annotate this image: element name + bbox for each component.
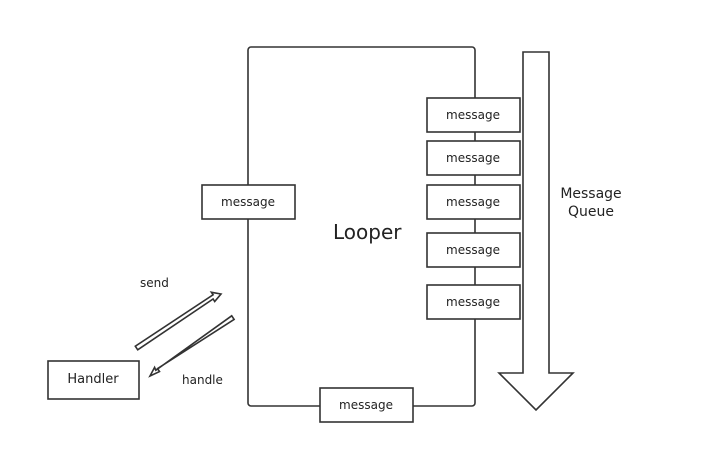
queue-message-box-3 [426, 184, 521, 220]
queue-message-label-1: message [446, 108, 500, 122]
queue-message-label-4: message [446, 243, 500, 257]
handler-label: Handler [67, 372, 119, 387]
queue-message-box-2 [426, 140, 521, 176]
message-queue-label-line1: Message [560, 186, 622, 202]
queue-message-box-1 [426, 97, 521, 133]
message-queue-arrow [497, 51, 575, 412]
queue-message-label-5: message [446, 295, 500, 309]
message-queue-label: Message Queue [552, 185, 630, 221]
queue-message-label-3: message [446, 195, 500, 209]
looper-label: Looper [333, 220, 402, 244]
send-arrow [134, 291, 223, 351]
outgoing-message-label: message [339, 398, 393, 412]
queue-message-box-4 [426, 232, 521, 268]
handle-arrow [148, 314, 236, 378]
incoming-message-label: message [221, 195, 275, 209]
queue-message-box-5 [426, 284, 521, 320]
incoming-message-box [201, 184, 296, 220]
handler-box [47, 360, 140, 400]
handle-label: handle [182, 373, 223, 387]
send-label: send [140, 276, 169, 290]
outgoing-message-box [319, 387, 414, 423]
queue-message-label-2: message [446, 151, 500, 165]
message-queue-label-line2: Queue [568, 204, 614, 220]
